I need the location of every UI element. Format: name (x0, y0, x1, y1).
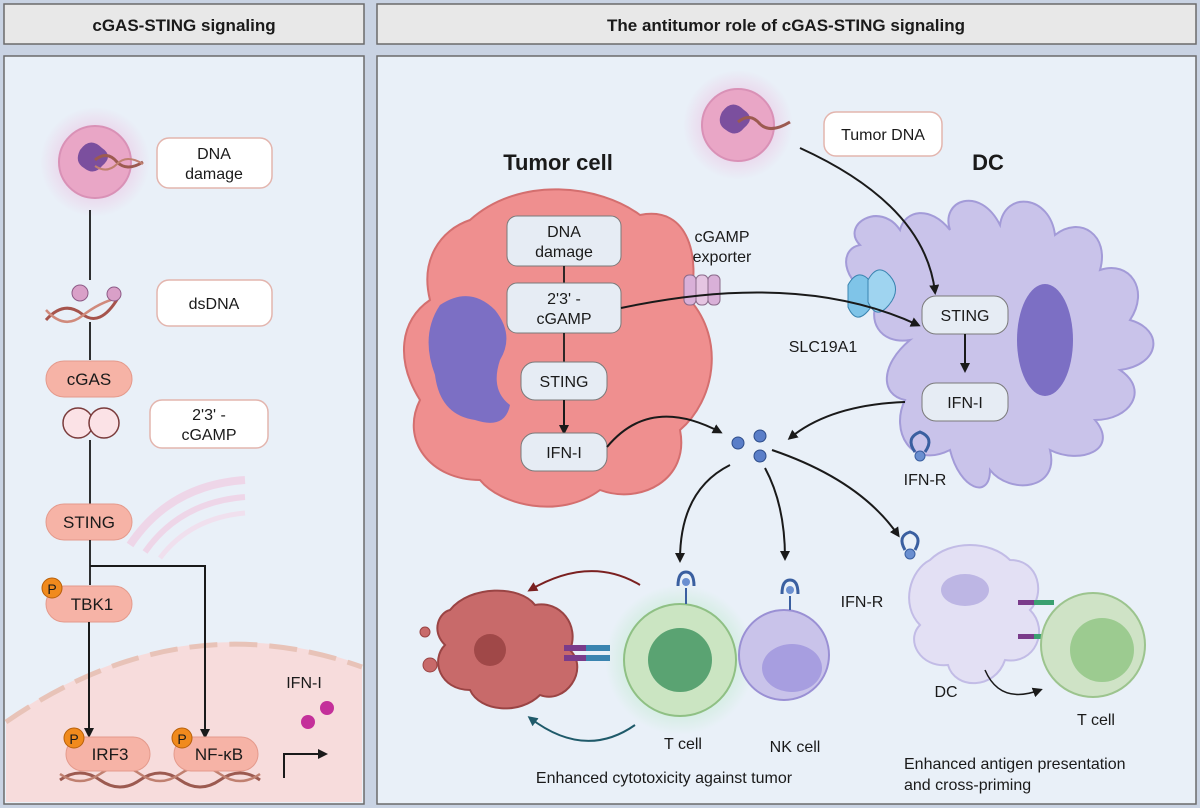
irf3-pill (65, 736, 151, 772)
tumor-cell-title: Tumor cell (503, 150, 613, 175)
caption-antigen-1: Enhanced antigen presentation (904, 756, 1126, 773)
transcription-arrow (283, 749, 328, 778)
phospho-label: P (47, 581, 56, 597)
dna-damage-label-2: damage (185, 166, 243, 183)
ifn-label: IFN-I (286, 675, 322, 692)
right-panel-header (376, 3, 1197, 45)
sting-to-nfkb-arrow (90, 565, 210, 739)
phospho-icon (41, 577, 63, 599)
nfkb-pill (173, 736, 259, 772)
slc19a1-label: SLC19A1 (789, 339, 858, 356)
dying-tumor-nucleus (474, 634, 506, 666)
exporter-label-2: exporter (693, 249, 752, 266)
ifn-to-dc-arrow (771, 449, 900, 538)
er-icon (126, 476, 246, 560)
ifnr-label: IFN-R (841, 594, 884, 611)
tumor-dna-to-dc-sting-arrow (799, 147, 940, 295)
tumor-cgamp-label-1: 2'3' - (547, 291, 581, 308)
cgamp-transfer-arrow (620, 291, 921, 327)
damaged-cell-icon (40, 107, 150, 217)
tumor-cell-body (403, 188, 713, 508)
phospho-icon (63, 727, 85, 749)
nk-nucleus (762, 644, 822, 692)
right-panel: The antitumor role of cGAS-STING signali… (376, 3, 1197, 805)
ifn-to-nk-arrow (764, 467, 790, 561)
cgamp-box (149, 399, 269, 449)
dc-small-nucleus (941, 574, 989, 606)
cytotoxic-release-arrow (527, 570, 641, 592)
left-panel-title: cGAS-STING signaling (92, 16, 275, 35)
dc-ifnr-icon (909, 430, 931, 462)
right-panel-title: The antitumor role of cGAS-STING signali… (607, 16, 965, 35)
tumor-ifn-secretion-arrow (606, 415, 723, 448)
apoptotic-body (422, 657, 438, 673)
tumor-dna-damage-label-1: DNA (547, 224, 581, 241)
dsdna-icon (44, 284, 122, 323)
nk-receptor-icon (780, 578, 800, 610)
tumor-cgamp-label-2: cGAMP (536, 311, 591, 328)
dc-small-body (908, 544, 1041, 685)
tumor-sting-label: STING (540, 374, 589, 391)
genomic-dna-icon (59, 765, 261, 789)
ifn-to-tcell-arrow (675, 464, 731, 563)
tcell-label: T cell (664, 736, 702, 753)
dc-ifnr-label: IFN-R (904, 472, 947, 489)
ifn-cluster (731, 429, 767, 463)
dying-tumor-cell (436, 589, 579, 710)
tumor-ifn-label: IFN-I (546, 445, 582, 462)
dc-title: DC (972, 150, 1004, 175)
nfkb-label: NF-κB (195, 745, 243, 764)
ifn-dot (301, 715, 315, 729)
cytotoxic-return-arrow (527, 716, 636, 742)
dc-sting-label: STING (941, 308, 990, 325)
dsdna-label: dsDNA (189, 296, 240, 313)
cgamp-exporter-icon (683, 274, 721, 306)
tcell-receptor-icon (676, 570, 696, 604)
nk-cell-label: NK cell (770, 739, 821, 756)
cross-priming-arrow (984, 669, 1043, 698)
apoptotic-body (419, 626, 431, 638)
dna-damage-box (156, 137, 273, 189)
dc-ifn-secretion-arrow (787, 401, 906, 440)
tcell2-nucleus (1070, 618, 1134, 682)
cgas-label: cGAS (67, 370, 111, 389)
caption-cytotoxicity: Enhanced cytotoxicity against tumor (536, 770, 793, 787)
dc-ifn-box (921, 382, 1009, 422)
caption-antigen-2: and cross-priming (904, 777, 1031, 794)
dna-damage-label-1: DNA (197, 146, 231, 163)
exporter-label-1: cGAMP (694, 229, 749, 246)
cgas-pill (45, 360, 133, 398)
sting-pill (45, 503, 133, 541)
cgamp-label-1: 2'3' - (192, 407, 226, 424)
irf3-label: IRF3 (92, 745, 129, 764)
dsdna-box (156, 279, 273, 327)
cgas-dimer-icon (62, 407, 120, 439)
phospho-label: P (177, 731, 186, 747)
dc-small-ifnr-icon (900, 530, 920, 560)
tumor-dna-damage-label-2: damage (535, 244, 593, 261)
tcell-nucleus (648, 628, 712, 692)
tumor-dna-label: Tumor DNA (841, 127, 925, 144)
left-panel: cGAS-STING signaling DNA damage dsDNA (3, 3, 365, 805)
tumor-ifn-box (520, 432, 608, 472)
dc-cell-body (845, 199, 1155, 489)
phospho-icon (171, 727, 193, 749)
tumor-dna-cell-icon (683, 70, 793, 180)
tbk1-label: TBK1 (71, 595, 114, 614)
tcell2-label: T cell (1077, 712, 1115, 729)
tumor-nucleus (428, 296, 510, 423)
tcr-mhc-icon (564, 645, 610, 661)
nuclear-envelope (4, 641, 363, 725)
dc-ifn-label: IFN-I (947, 395, 983, 412)
sting-label: STING (63, 513, 115, 532)
phospho-label: P (69, 731, 78, 747)
dc-small-label: DC (934, 684, 957, 701)
dc-nucleus (1017, 284, 1073, 396)
ifn-dot (320, 701, 334, 715)
cgamp-label-2: cGAMP (181, 427, 236, 444)
tumor-dna-box (823, 111, 943, 157)
left-panel-header (3, 3, 365, 45)
